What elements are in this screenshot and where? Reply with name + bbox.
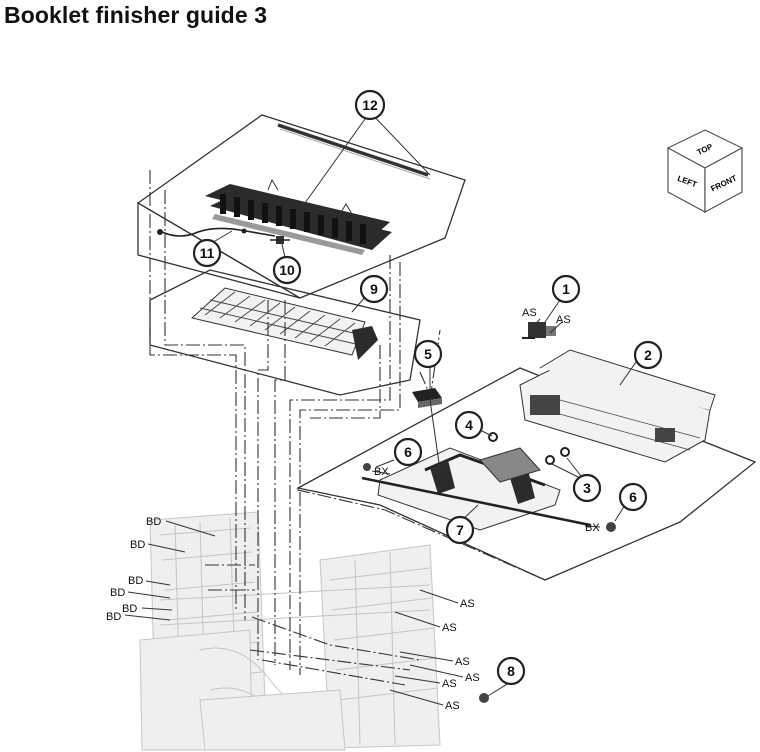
svg-text:12: 12	[362, 97, 378, 113]
svg-text:6: 6	[629, 489, 637, 505]
part-5-block	[412, 388, 442, 408]
label-bx: BX	[585, 522, 600, 534]
callout-12: 12	[354, 89, 386, 121]
label-as: AS	[522, 307, 537, 319]
reference-labels: AS AS BX BX BD BD BD BD BD BD AS AS AS A…	[106, 307, 600, 712]
label-bd: BD	[110, 587, 125, 599]
label-as: AS	[460, 598, 475, 610]
orientation-cube: TOP LEFT FRONT	[666, 129, 744, 214]
callout-10: 10	[272, 255, 302, 285]
callout-1: 1	[551, 274, 581, 304]
top-assembly-box	[136, 114, 466, 299]
printer-frame-ghost	[139, 511, 441, 751]
callout-7: 7	[445, 515, 475, 545]
part-7-guide	[361, 447, 591, 531]
label-bd: BD	[122, 603, 137, 615]
callouts: 12 11 10 9 1 2 5 4	[192, 89, 663, 686]
callout-5: 5	[413, 339, 443, 369]
callout-11: 11	[192, 238, 222, 268]
callout-6-left: 6	[393, 437, 423, 467]
callout-2: 2	[633, 340, 663, 370]
callout-4: 4	[454, 410, 484, 440]
callout-9: 9	[359, 274, 389, 304]
callout-8: 8	[496, 656, 526, 686]
svg-text:10: 10	[279, 262, 295, 278]
label-as: AS	[445, 700, 460, 712]
leader-lines	[124, 111, 637, 706]
svg-text:4: 4	[465, 417, 473, 433]
middle-tray-assembly	[296, 322, 757, 703]
svg-text:6: 6	[404, 444, 412, 460]
svg-text:7: 7	[456, 522, 464, 538]
label-as: AS	[465, 672, 480, 684]
label-as: AS	[442, 622, 457, 634]
label-bd: BD	[146, 516, 161, 528]
guide-comb-part	[205, 178, 392, 255]
svg-text:5: 5	[424, 346, 432, 362]
svg-text:11: 11	[200, 245, 215, 261]
svg-text:3: 3	[583, 480, 591, 496]
svg-text:9: 9	[370, 281, 378, 297]
callout-3: 3	[572, 473, 602, 503]
label-as: AS	[455, 656, 470, 668]
label-bd: BD	[130, 539, 145, 551]
label-as: AS	[556, 314, 571, 326]
part-1-sensor	[522, 322, 556, 339]
callout-6-right: 6	[618, 482, 648, 512]
label-bd: BD	[128, 575, 143, 587]
page-title: Booklet finisher guide 3	[4, 2, 268, 28]
label-as: AS	[442, 678, 457, 690]
svg-text:8: 8	[507, 663, 515, 679]
svg-text:2: 2	[644, 347, 652, 363]
label-bd: BD	[106, 611, 121, 623]
assembly-chain-lines	[149, 170, 421, 686]
label-bx: BX	[374, 466, 389, 478]
part-2-bracket	[519, 349, 716, 463]
svg-text:1: 1	[562, 281, 570, 297]
